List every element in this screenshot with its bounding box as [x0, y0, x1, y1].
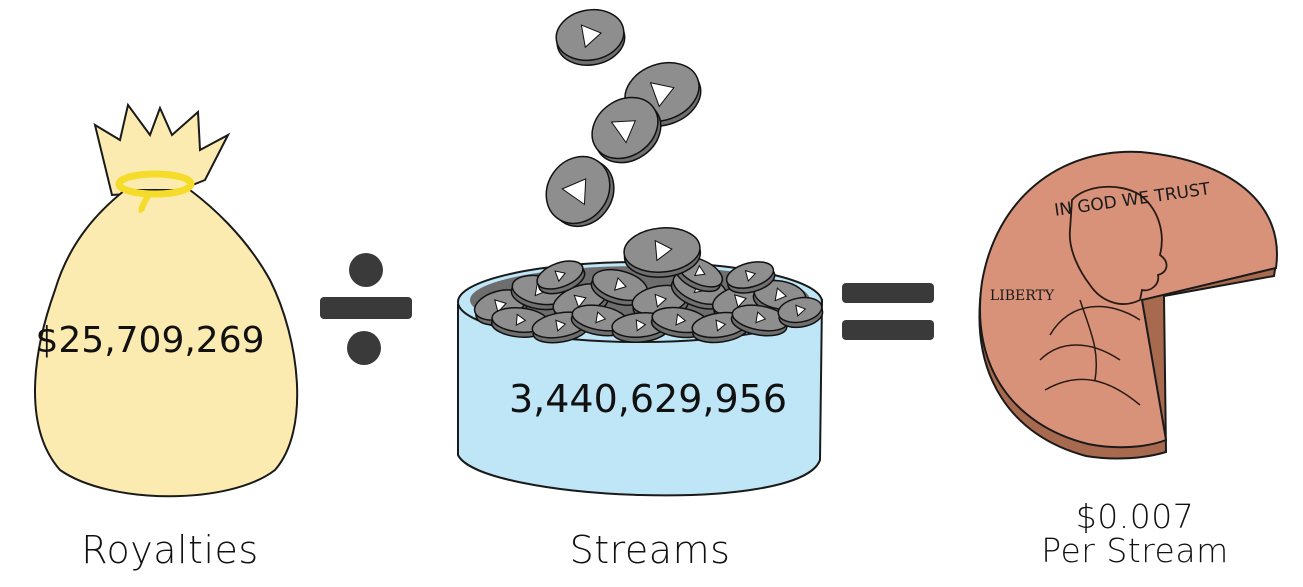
- play-coin-icon: [545, 155, 615, 228]
- falling-coins: [545, 8, 702, 278]
- play-coin-icon: [591, 96, 662, 164]
- streams-can-icon: [457, 256, 824, 497]
- play-coin-icon: [555, 8, 626, 66]
- play-coin-icon: [623, 227, 702, 278]
- play-coin-icon: [490, 307, 549, 338]
- streams-caption: Streams: [569, 528, 731, 572]
- penny-icon: [978, 150, 1278, 460]
- play-coin-icon: [536, 260, 586, 295]
- royalties-caption: Royalties: [81, 528, 259, 572]
- money-bag-icon: [34, 102, 299, 498]
- equals-icon: [842, 283, 934, 340]
- coin-pile: [473, 256, 824, 344]
- bag-amount: $25,709,269: [35, 320, 264, 361]
- per-stream-label: Per Stream: [1041, 531, 1229, 570]
- play-coin-icon: [725, 261, 776, 294]
- play-coin-icon: [777, 296, 824, 329]
- price-value: $0.007: [1075, 497, 1195, 536]
- price-caption: $0.007 Per Stream: [1010, 500, 1260, 568]
- can-amount: 3,440,629,956: [509, 377, 787, 421]
- divide-icon: [320, 253, 412, 365]
- play-coin-icon: [730, 304, 789, 337]
- penny-liberty: LIBERTY: [990, 288, 1055, 304]
